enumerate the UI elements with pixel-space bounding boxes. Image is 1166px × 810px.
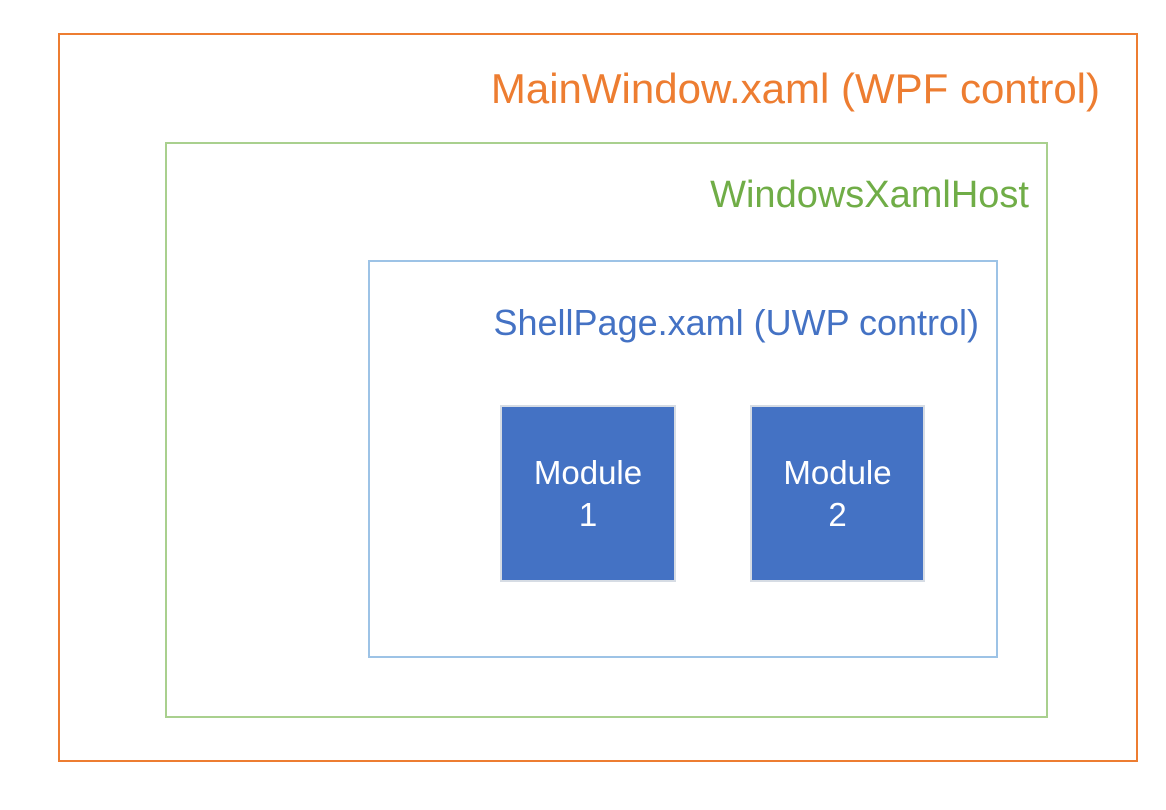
module-box-1-index: 1 (578, 495, 598, 533)
container-windowsxamlhost-label: WindowsXamlHost (710, 174, 1029, 216)
module-box-2-title: Module (783, 454, 892, 492)
module-box-1: Module 1 (500, 405, 676, 582)
module-box-1-title: Module (533, 454, 643, 492)
container-shellpage-label: ShellPage.xaml (UWP control) (493, 302, 979, 343)
container-mainwindow-label: MainWindow.xaml (WPF control) (490, 65, 1100, 112)
module-box-2-index: 2 (828, 495, 847, 533)
module-box-2: Module 2 (750, 405, 925, 582)
